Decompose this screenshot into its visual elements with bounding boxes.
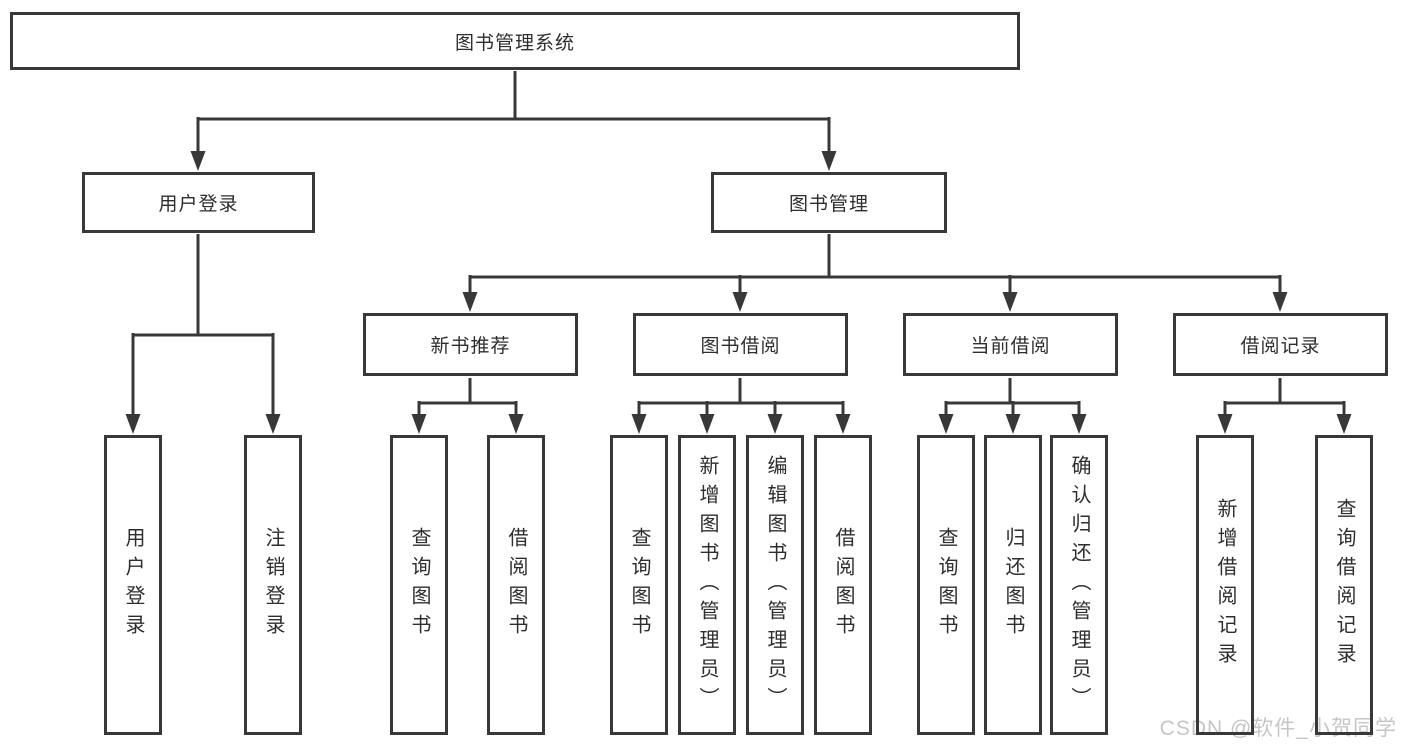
node-leaf-bb-edit-books: 编辑图书（管理员） bbox=[746, 435, 804, 735]
node-root-label: 图书管理系统 bbox=[454, 32, 575, 54]
connector-borrow-records-children bbox=[1217, 378, 1352, 434]
node-leaf-bb-add-books-label: 新增图书（管理员） bbox=[696, 454, 718, 716]
node-leaf-bb-borrow-books-label: 借阅图书 bbox=[832, 527, 854, 643]
connector-root-to-level2 bbox=[190, 71, 837, 171]
node-leaf-nb-query-books-label: 查询图书 bbox=[408, 527, 430, 643]
node-current-borrow-label: 当前借阅 bbox=[970, 336, 1051, 357]
node-book-mgmt-label: 图书管理 bbox=[788, 194, 869, 215]
node-leaf-nb-borrow-books-label: 借阅图书 bbox=[505, 527, 527, 643]
node-leaf-user-login: 用户登录 bbox=[104, 435, 162, 735]
node-user-login-label: 用户登录 bbox=[158, 194, 239, 215]
node-leaf-br-query-record-label: 查询借阅记录 bbox=[1333, 498, 1355, 672]
connector-book-borrow-children bbox=[631, 378, 851, 434]
node-leaf-nb-query-books: 查询图书 bbox=[390, 435, 448, 735]
node-leaf-cb-confirm-return-label: 确认归还（管理员） bbox=[1068, 454, 1090, 716]
node-leaf-cb-return-books: 归还图书 bbox=[984, 435, 1042, 735]
node-current-borrow: 当前借阅 bbox=[903, 313, 1118, 376]
node-book-borrow-label: 图书借阅 bbox=[700, 336, 781, 357]
node-borrow-records: 借阅记录 bbox=[1173, 313, 1388, 376]
node-leaf-bb-query-books-label: 查询图书 bbox=[628, 527, 650, 643]
node-leaf-bb-add-books: 新增图书（管理员） bbox=[678, 435, 736, 735]
node-new-book-rec: 新书推荐 bbox=[363, 313, 578, 376]
node-book-borrow: 图书借阅 bbox=[633, 313, 848, 376]
node-leaf-nb-borrow-books: 借阅图书 bbox=[487, 435, 545, 735]
node-borrow-records-label: 借阅记录 bbox=[1240, 336, 1321, 357]
node-new-book-rec-label: 新书推荐 bbox=[430, 336, 511, 357]
node-leaf-cb-query-books: 查询图书 bbox=[917, 435, 975, 735]
node-leaf-br-query-record: 查询借阅记录 bbox=[1315, 435, 1373, 735]
node-leaf-bb-edit-books-label: 编辑图书（管理员） bbox=[764, 454, 786, 716]
connector-new-book-rec-children bbox=[411, 378, 524, 434]
node-leaf-bb-query-books: 查询图书 bbox=[610, 435, 668, 735]
node-root: 图书管理系统 bbox=[10, 12, 1020, 70]
node-book-mgmt: 图书管理 bbox=[711, 172, 947, 233]
node-leaf-br-add-record-label: 新增借阅记录 bbox=[1214, 498, 1236, 672]
node-leaf-logout-label: 注销登录 bbox=[262, 527, 284, 643]
node-leaf-cb-confirm-return: 确认归还（管理员） bbox=[1050, 435, 1108, 735]
node-leaf-cb-query-books-label: 查询图书 bbox=[935, 527, 957, 643]
node-leaf-br-add-record: 新增借阅记录 bbox=[1196, 435, 1254, 735]
connector-user-login-children bbox=[125, 234, 281, 434]
connector-current-borrow-children bbox=[938, 378, 1087, 434]
node-user-login: 用户登录 bbox=[82, 172, 315, 233]
node-leaf-bb-borrow-books: 借阅图书 bbox=[814, 435, 872, 735]
connector-book-mgmt-to-level3 bbox=[462, 234, 1288, 312]
node-leaf-cb-return-books-label: 归还图书 bbox=[1002, 527, 1024, 643]
node-leaf-logout: 注销登录 bbox=[244, 435, 302, 735]
node-leaf-user-login-label: 用户登录 bbox=[122, 527, 144, 643]
